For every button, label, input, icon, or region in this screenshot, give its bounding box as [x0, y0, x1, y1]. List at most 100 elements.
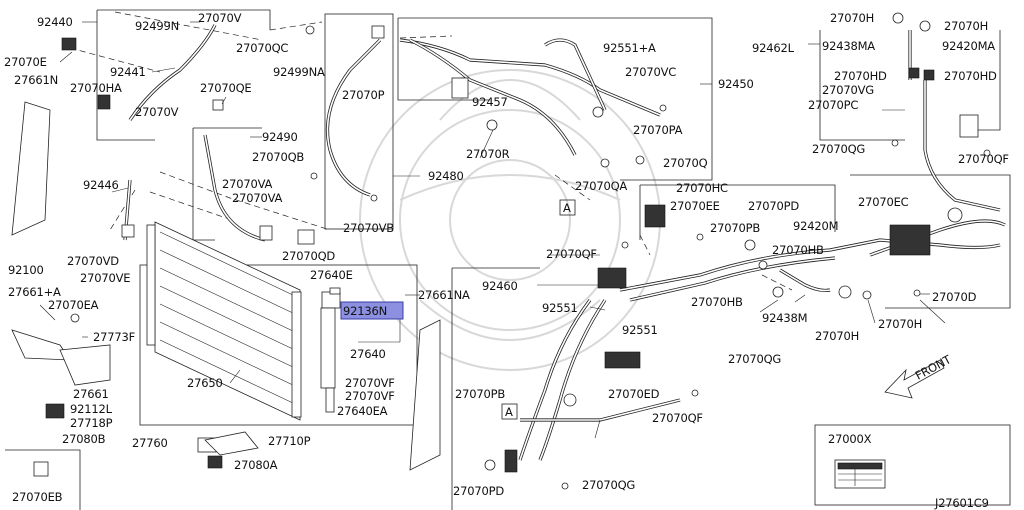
- part-label[interactable]: 27070H: [815, 329, 859, 343]
- part-label[interactable]: 27070QA: [575, 179, 628, 193]
- part-label[interactable]: 27070ED: [608, 387, 660, 401]
- part-label[interactable]: 27070QG: [728, 352, 781, 366]
- part-label[interactable]: 27070VA: [232, 191, 283, 205]
- part-label[interactable]: 92441: [110, 65, 146, 79]
- part-label[interactable]: 92438M: [762, 311, 808, 325]
- part-label[interactable]: 27070PB: [710, 221, 761, 235]
- part-label[interactable]: 92438MA: [822, 39, 876, 53]
- part-label[interactable]: 92551+A: [603, 41, 656, 55]
- part-label[interactable]: 27070PB: [455, 387, 506, 401]
- part-label[interactable]: 27070HA: [70, 81, 122, 95]
- part-label[interactable]: 27070HB: [691, 295, 743, 309]
- part-label[interactable]: 27070E: [4, 55, 47, 69]
- part-label[interactable]: 27070Q: [663, 156, 708, 170]
- callout-a-lower: A: [505, 405, 513, 419]
- part-label[interactable]: 92490: [262, 130, 298, 144]
- part-label[interactable]: 27070QG: [812, 142, 865, 156]
- label-leaders: [39, 21, 946, 439]
- part-label[interactable]: 27070R: [466, 147, 510, 161]
- part-label[interactable]: 27070QF: [652, 411, 703, 425]
- part-label[interactable]: 27070EB: [12, 490, 63, 504]
- part-label[interactable]: 92480: [428, 169, 464, 183]
- hardware-parts: [11, 12, 991, 490]
- warning-label-card-icon: [834, 459, 886, 489]
- part-label[interactable]: 27070QF: [546, 247, 597, 261]
- part-label[interactable]: 27070D: [932, 290, 977, 304]
- part-label[interactable]: 27640: [350, 347, 386, 361]
- part-label[interactable]: 27000X: [828, 432, 872, 446]
- callout-a-upper: A: [563, 201, 571, 215]
- part-label[interactable]: 92420M: [793, 219, 839, 233]
- part-label[interactable]: 27760: [132, 436, 168, 450]
- condenser-assembly: [146, 221, 341, 421]
- part-label[interactable]: 27070QE: [200, 81, 252, 95]
- part-label[interactable]: 27070QG: [582, 478, 635, 492]
- part-label[interactable]: 92112L: [70, 402, 113, 416]
- part-label[interactable]: 92499NA: [273, 65, 325, 79]
- part-label[interactable]: 27070PD: [748, 199, 800, 213]
- part-label[interactable]: 92457: [472, 95, 508, 109]
- part-label[interactable]: 27070H: [944, 19, 988, 33]
- part-label[interactable]: 92551: [542, 301, 578, 315]
- dashed-leaders: [69, 11, 793, 291]
- part-label[interactable]: 92450: [718, 77, 754, 91]
- part-label[interactable]: 27070VC: [625, 65, 676, 79]
- front-direction-indicator: FRONT: [884, 352, 954, 399]
- part-number-labels: 92440 92499N 27070V 27070E 92441 27070HA…: [4, 11, 1009, 504]
- part-label[interactable]: 27070VA: [222, 177, 273, 191]
- part-label[interactable]: 92499N: [135, 19, 179, 33]
- part-label[interactable]: 27070EC: [858, 195, 909, 209]
- part-label[interactable]: 27070VG: [822, 83, 874, 97]
- part-label[interactable]: 92420MA: [942, 39, 996, 53]
- part-label[interactable]: 27661NA: [418, 288, 470, 302]
- diagram-code: J27601C9: [934, 496, 989, 510]
- part-label[interactable]: 27710P: [268, 434, 311, 448]
- part-label[interactable]: 27718P: [70, 416, 113, 430]
- part-label[interactable]: 27070PA: [633, 123, 683, 137]
- part-label[interactable]: 27080B: [62, 432, 106, 446]
- part-label[interactable]: 27661+A: [8, 285, 61, 299]
- callout-box: A: [559, 199, 576, 216]
- part-label[interactable]: 92462L: [752, 41, 795, 55]
- part-label[interactable]: 27070H: [830, 11, 874, 25]
- part-label[interactable]: 27070V: [198, 11, 242, 25]
- part-label[interactable]: 27070H: [878, 317, 922, 331]
- part-label[interactable]: 27661N: [14, 73, 58, 87]
- part-label[interactable]: 27070PC: [808, 98, 859, 112]
- part-label[interactable]: 27070HD: [834, 69, 887, 83]
- part-label[interactable]: 27070V: [135, 105, 179, 119]
- part-label[interactable]: 27070PD: [453, 484, 505, 498]
- part-label[interactable]: 27640E: [310, 268, 353, 282]
- part-label[interactable]: 92460: [482, 279, 518, 293]
- part-label[interactable]: 27070EE: [670, 199, 720, 213]
- part-label[interactable]: 27640EA: [337, 404, 388, 418]
- part-label[interactable]: 27661: [73, 387, 109, 401]
- highlight-box-92136N: [340, 301, 404, 320]
- front-label: FRONT: [913, 352, 954, 383]
- part-label[interactable]: 92100: [8, 263, 44, 277]
- part-label[interactable]: 27070VD: [67, 254, 119, 268]
- part-label[interactable]: 92440: [37, 15, 73, 29]
- part-label[interactable]: 27070EA: [48, 298, 99, 312]
- part-label[interactable]: 27070VE: [80, 271, 131, 285]
- part-label[interactable]: 27070QF: [958, 152, 1009, 166]
- part-label[interactable]: 27070VF: [345, 376, 395, 390]
- part-label[interactable]: 27070QD: [282, 249, 336, 263]
- part-label[interactable]: 27070HD: [944, 69, 997, 83]
- part-label[interactable]: 92551: [622, 323, 658, 337]
- part-label[interactable]: 27650: [187, 376, 223, 390]
- part-label[interactable]: 27070VB: [343, 221, 394, 235]
- part-label[interactable]: 27070QB: [252, 150, 305, 164]
- part-label-highlighted[interactable]: 92136N: [343, 304, 387, 318]
- part-label[interactable]: 27070VF: [345, 389, 395, 403]
- part-label[interactable]: 27070P: [342, 88, 385, 102]
- part-label[interactable]: 27773F: [93, 330, 135, 344]
- part-label[interactable]: 27070HC: [676, 181, 728, 195]
- part-label[interactable]: 92446: [83, 178, 119, 192]
- part-label[interactable]: 27070QC: [236, 41, 289, 55]
- part-label[interactable]: 27070HB: [772, 243, 824, 257]
- watermark-emblem: [359, 69, 661, 371]
- part-label[interactable]: 27080A: [234, 458, 278, 472]
